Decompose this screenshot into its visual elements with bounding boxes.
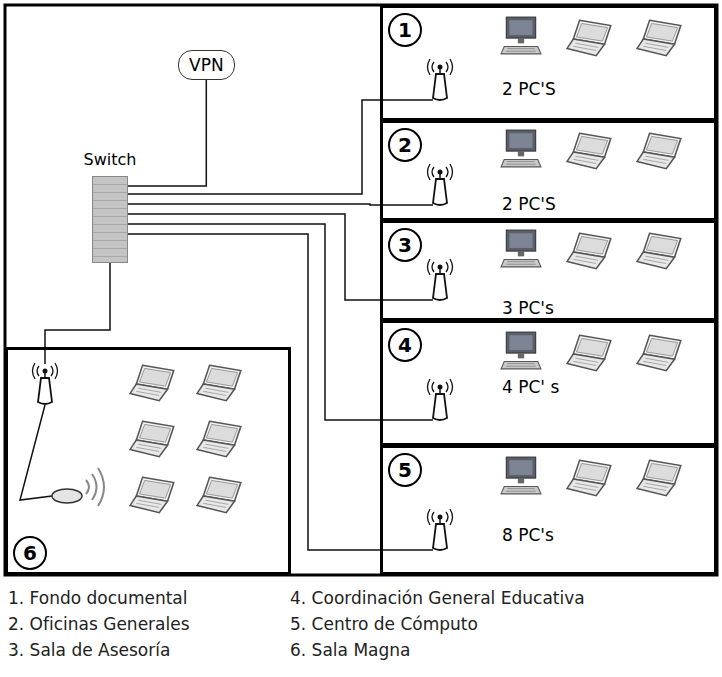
- callout-number: 5: [388, 453, 422, 487]
- room-legend-entry: 1. Fondo documental: [8, 588, 187, 608]
- pc-count: 2 PC'S: [500, 194, 558, 214]
- callout-number: 1: [388, 13, 422, 47]
- room-area: 2 2 PC'S: [380, 120, 717, 221]
- pc-count: 4 PC' s: [500, 377, 561, 397]
- room-area: 3 3 PC's: [380, 220, 717, 321]
- network-cable: [128, 234, 380, 550]
- room-legend-entry: 2. Oficinas Generales: [8, 614, 190, 634]
- room-legend-entry: 4. Coordinación General Educativa: [290, 588, 585, 608]
- callout-number: 6: [13, 536, 47, 570]
- switch-body: [92, 176, 128, 263]
- callout-number: 3: [388, 228, 422, 262]
- callout-number: 2: [388, 128, 422, 162]
- network-cable: [128, 100, 380, 194]
- switch-label: Switch: [70, 150, 150, 170]
- room-legend-entry: 6. Sala Magna: [290, 640, 410, 660]
- room-area: 4 4 PC' s: [380, 320, 717, 446]
- room-area: 5 8 PC's: [380, 445, 717, 575]
- vpn-label: VPN: [189, 55, 224, 75]
- pc-count: 3 PC's: [500, 298, 556, 318]
- pc-count: 2 PC'S: [500, 79, 558, 99]
- network-cable: [128, 204, 380, 205]
- vpn-box: VPN: [178, 50, 235, 80]
- pc-count: 8 PC's: [500, 525, 556, 545]
- network-cable: [128, 224, 380, 420]
- callout-number: 4: [388, 328, 422, 362]
- room-area: 1 2 PC'S: [380, 5, 717, 121]
- room-area: 6: [5, 347, 291, 575]
- room-legend-entry: 5. Centro de Cómputo: [290, 614, 478, 634]
- network-cable: [45, 263, 110, 347]
- network-cable: [128, 80, 206, 186]
- network-switch: Switch: [70, 150, 150, 263]
- network-cable: [128, 214, 380, 300]
- room-legend-entry: 3. Sala de Asesoría: [8, 640, 170, 660]
